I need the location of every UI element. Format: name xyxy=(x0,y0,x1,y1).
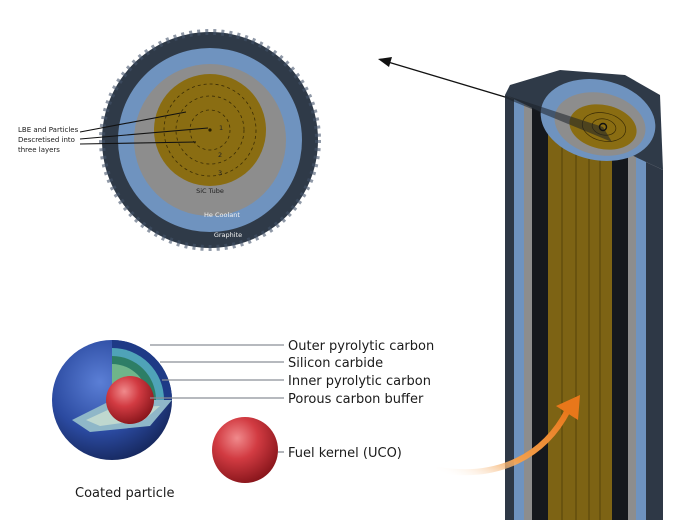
outer-pyrolytic-carbon-label: Outer pyrolytic carbon xyxy=(288,339,434,354)
cylinder-dark-band-right xyxy=(612,142,628,520)
he-coolant-label: He Coolant xyxy=(204,211,240,219)
cylinder-fuel-lines xyxy=(561,120,601,520)
lbe-label-line-3: three layers xyxy=(18,146,60,154)
center-dot xyxy=(208,128,212,132)
lbe-leader-lines xyxy=(79,111,209,145)
cylinder-dark-band-left xyxy=(532,107,548,520)
silicon-carbide-label: Silicon carbide xyxy=(288,356,383,371)
layer-number-1: 1 xyxy=(219,124,223,132)
cut-face-shadow xyxy=(505,95,612,142)
graphite-texture xyxy=(99,29,321,251)
cylinder-sic-band-right xyxy=(628,149,636,520)
layer-number-3: 3 xyxy=(218,169,222,177)
coated-particle-caption: Coated particle xyxy=(75,486,175,501)
particle-leader-lines xyxy=(150,344,284,453)
fuel-cylinder xyxy=(505,70,663,520)
layer-number-2: 2 xyxy=(218,151,222,159)
lbe-label-line-1: LBE and Particles xyxy=(18,126,79,134)
inner-pyrolytic-carbon-label: Inner pyrolytic carbon xyxy=(288,374,431,389)
lbe-label-line-2: Descretised into xyxy=(18,136,75,144)
particle-kernel xyxy=(106,376,154,424)
fuel-kernel-label: Fuel kernel (UCO) xyxy=(288,446,402,461)
cylinder-sic-band-left xyxy=(524,103,532,520)
porous-carbon-buffer-label: Porous carbon buffer xyxy=(288,392,424,407)
pointer-origin xyxy=(598,122,608,132)
cylinder-fuel xyxy=(548,114,612,520)
orange-arrow xyxy=(435,395,580,476)
graphite-label: Graphite xyxy=(214,231,242,239)
fuel-layer-boundary-2 xyxy=(175,95,245,165)
cylinder-he-band-left xyxy=(514,98,524,520)
cross-section: 1 2 3 SiC Tube He Coolant Graphite LBE a… xyxy=(18,29,321,251)
cylinder-he-band-right xyxy=(636,153,646,520)
sic-tube-label: SiC Tube xyxy=(196,187,224,195)
fuel-kernel-sphere xyxy=(212,417,278,483)
coated-particle: Outer pyrolytic carbon Silicon carbide I… xyxy=(52,339,434,501)
fuel-layer-boundary-3 xyxy=(163,83,257,177)
